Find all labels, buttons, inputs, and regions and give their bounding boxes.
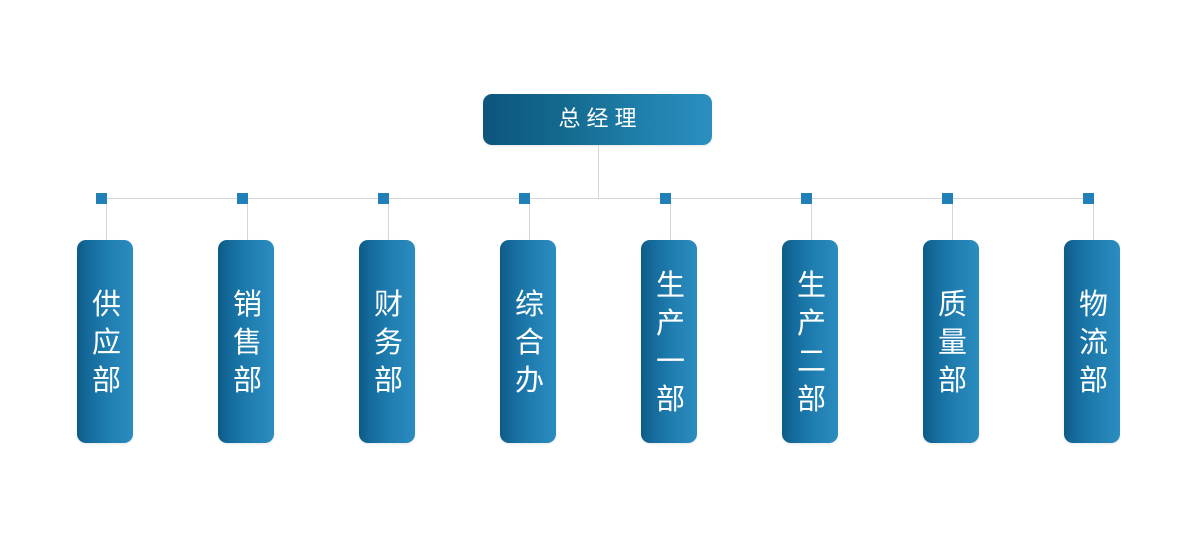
org-node-supply-label: 供应部 — [91, 286, 121, 397]
org-node-production-two-label: 生产二部 — [796, 267, 826, 416]
org-node-sales-label: 销售部 — [232, 286, 262, 397]
connector-drop-line-4 — [529, 198, 530, 241]
org-node-general-office[interactable]: 综合办 — [500, 240, 556, 443]
org-node-root[interactable]: 总经理 — [483, 94, 712, 145]
connector-marker-1 — [96, 193, 107, 204]
org-node-quality-label: 质量部 — [937, 286, 967, 397]
connector-marker-8 — [1083, 193, 1094, 204]
connector-drop-line-6 — [811, 198, 812, 241]
org-node-supply[interactable]: 供应部 — [77, 240, 133, 443]
org-node-root-label: 总经理 — [558, 106, 643, 132]
connector-marker-3 — [378, 193, 389, 204]
connector-drop-line-5 — [670, 198, 671, 241]
org-node-finance[interactable]: 财务部 — [359, 240, 415, 443]
org-node-production-one[interactable]: 生产一部 — [641, 240, 697, 443]
connector-drop-line-3 — [388, 198, 389, 241]
org-node-general-office-label: 综合办 — [514, 286, 544, 397]
org-node-sales[interactable]: 销售部 — [218, 240, 274, 443]
connector-drop-line-8 — [1093, 198, 1094, 241]
connector-marker-5 — [660, 193, 671, 204]
connector-drop-line-2 — [247, 198, 248, 241]
org-node-production-one-label: 生产一部 — [655, 267, 685, 416]
connector-trunk-line — [598, 145, 599, 199]
org-node-finance-label: 财务部 — [373, 286, 403, 397]
org-node-logistics-label: 物流部 — [1078, 286, 1108, 397]
connector-marker-6 — [801, 193, 812, 204]
connector-marker-2 — [237, 193, 248, 204]
org-node-production-two[interactable]: 生产二部 — [782, 240, 838, 443]
connector-drop-line-1 — [106, 198, 107, 241]
connector-marker-4 — [519, 193, 530, 204]
org-node-logistics[interactable]: 物流部 — [1064, 240, 1120, 443]
connector-marker-7 — [942, 193, 953, 204]
org-node-quality[interactable]: 质量部 — [923, 240, 979, 443]
connector-drop-line-7 — [952, 198, 953, 241]
connector-bus-line — [101, 198, 1090, 199]
